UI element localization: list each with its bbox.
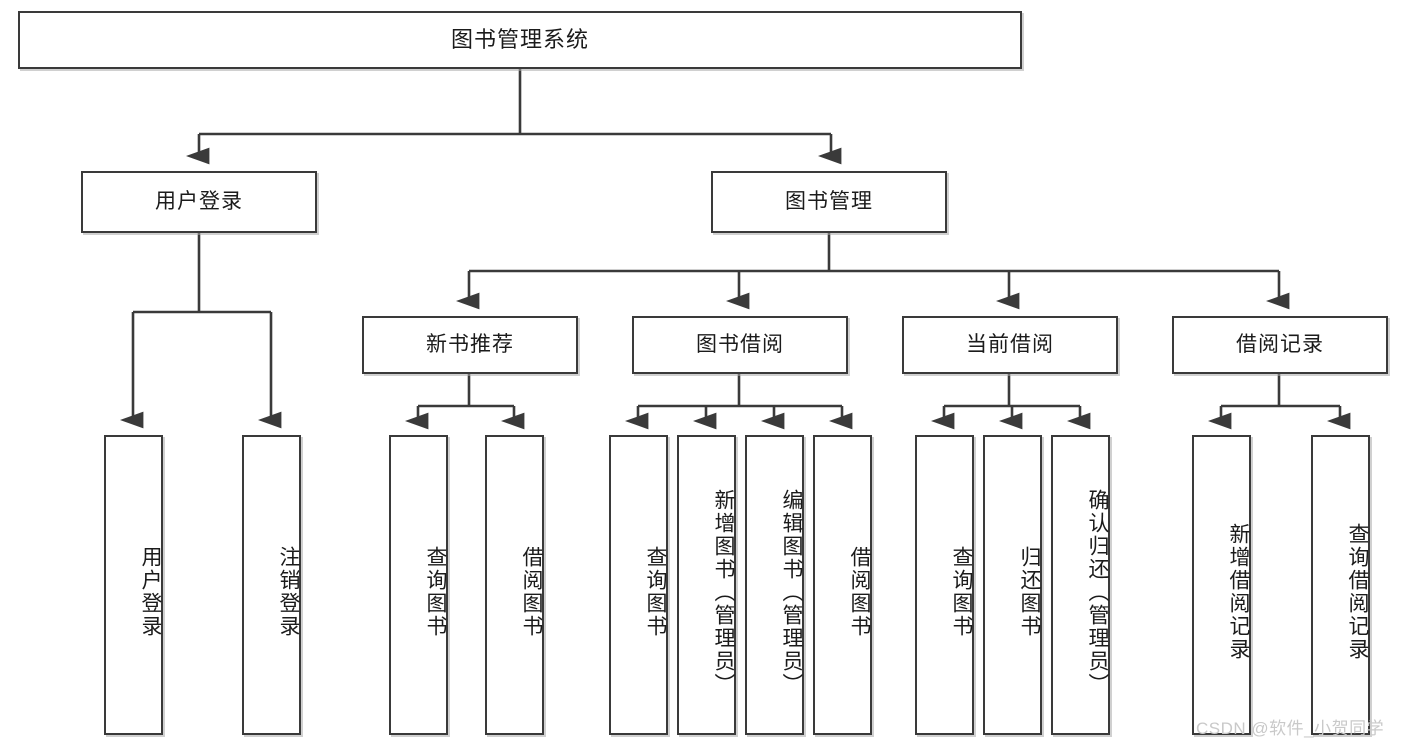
node-user-login[interactable]: 用户登录 xyxy=(81,171,317,233)
node-leaf-borrow-book-1-label: 借阅图书 xyxy=(520,546,543,638)
node-leaf-confirm-return[interactable]: 确认归还（管理员） xyxy=(1051,435,1110,735)
node-leaf-borrow-book-2[interactable]: 借阅图书 xyxy=(813,435,872,735)
node-book-borrow[interactable]: 图书借阅 xyxy=(632,316,848,374)
node-new-book-recommend[interactable]: 新书推荐 xyxy=(362,316,578,374)
node-leaf-return-book-label: 归还图书 xyxy=(1018,546,1041,638)
node-new-book-recommend-label: 新书推荐 xyxy=(426,333,514,357)
node-borrow-record[interactable]: 借阅记录 xyxy=(1172,316,1388,374)
node-current-borrow[interactable]: 当前借阅 xyxy=(902,316,1118,374)
node-leaf-user-login-label: 用户登录 xyxy=(139,546,162,638)
node-leaf-query-book-2-label: 查询图书 xyxy=(644,546,667,638)
csdn-watermark: CSDN @软件_小贺同学 xyxy=(1196,719,1385,738)
node-user-login-label: 用户登录 xyxy=(155,190,243,214)
node-leaf-edit-book[interactable]: 编辑图书（管理员） xyxy=(745,435,804,735)
node-leaf-edit-book-label: 编辑图书（管理员） xyxy=(780,488,803,696)
node-leaf-query-record-label: 查询借阅记录 xyxy=(1346,523,1369,661)
node-leaf-query-record[interactable]: 查询借阅记录 xyxy=(1311,435,1370,735)
node-borrow-record-label: 借阅记录 xyxy=(1236,333,1324,357)
node-root-label: 图书管理系统 xyxy=(450,26,589,52)
node-leaf-add-record[interactable]: 新增借阅记录 xyxy=(1192,435,1251,735)
node-current-borrow-label: 当前借阅 xyxy=(966,333,1054,357)
node-leaf-query-book-3[interactable]: 查询图书 xyxy=(915,435,974,735)
node-leaf-query-book-1-label: 查询图书 xyxy=(424,546,447,638)
node-book-management[interactable]: 图书管理 xyxy=(711,171,947,233)
node-book-management-label: 图书管理 xyxy=(785,190,873,214)
node-leaf-borrow-book-1[interactable]: 借阅图书 xyxy=(485,435,544,735)
node-leaf-query-book-2[interactable]: 查询图书 xyxy=(609,435,668,735)
node-book-borrow-label: 图书借阅 xyxy=(696,333,784,357)
node-leaf-confirm-return-label: 确认归还（管理员） xyxy=(1086,488,1109,696)
node-leaf-user-logout-label: 注销登录 xyxy=(277,546,300,638)
node-leaf-add-book[interactable]: 新增图书（管理员） xyxy=(677,435,736,735)
node-leaf-user-login[interactable]: 用户登录 xyxy=(104,435,163,735)
node-leaf-add-record-label: 新增借阅记录 xyxy=(1227,523,1250,661)
node-leaf-query-book-3-label: 查询图书 xyxy=(950,546,973,638)
node-leaf-add-book-label: 新增图书（管理员） xyxy=(712,488,735,696)
node-leaf-return-book[interactable]: 归还图书 xyxy=(983,435,1042,735)
node-leaf-user-logout[interactable]: 注销登录 xyxy=(242,435,301,735)
node-leaf-borrow-book-2-label: 借阅图书 xyxy=(848,546,871,638)
node-root[interactable]: 图书管理系统 xyxy=(18,11,1022,69)
node-leaf-query-book-1[interactable]: 查询图书 xyxy=(389,435,448,735)
